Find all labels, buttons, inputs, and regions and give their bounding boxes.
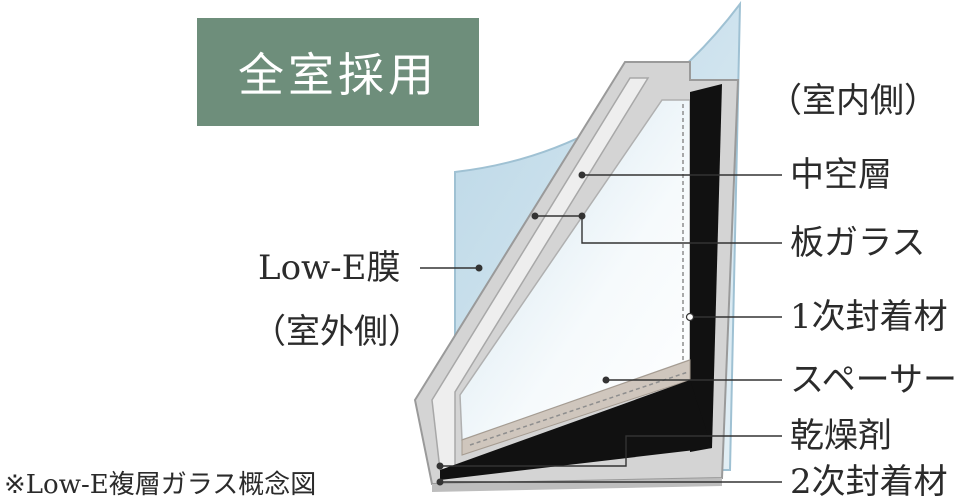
label-plate-glass: 板ガラス xyxy=(790,223,926,263)
leader-dots xyxy=(436,171,695,486)
secondary-sealant-strip xyxy=(440,380,712,480)
label-low-e-film: Low-E膜 xyxy=(258,248,401,288)
dot-primary-sealant xyxy=(685,312,695,322)
label-desiccant: 乾燥剤 xyxy=(790,416,892,456)
dot-plate-glass-2 xyxy=(578,212,586,220)
dot-hollow-layer xyxy=(578,171,586,179)
leader-desiccant xyxy=(440,435,782,467)
dot-secondary-sealant xyxy=(436,478,444,486)
dot-low-e-film xyxy=(475,264,483,272)
label-secondary-sealant: 2次封着材 xyxy=(790,462,948,502)
label-hollow-layer: 中空層 xyxy=(790,155,892,195)
leader-plate-glass xyxy=(535,215,782,244)
dot-spacer xyxy=(602,376,610,384)
dot-plate-glass-1 xyxy=(531,212,539,220)
footnote: ※Low-E複層ガラス概念図 xyxy=(4,470,317,500)
primary-sealant-strip xyxy=(690,84,722,452)
dot-desiccant xyxy=(436,462,444,470)
label-interior-side: （室内側） xyxy=(768,81,938,121)
spacer-dashed-line xyxy=(469,371,689,446)
label-spacer: スペーサー xyxy=(790,360,957,400)
leader-lines xyxy=(420,174,782,483)
label-exterior-side: （室外側） xyxy=(252,312,422,352)
badge-all-rooms: 全室採用 xyxy=(197,18,479,126)
label-primary-sealant: 1次封着材 xyxy=(790,297,948,337)
